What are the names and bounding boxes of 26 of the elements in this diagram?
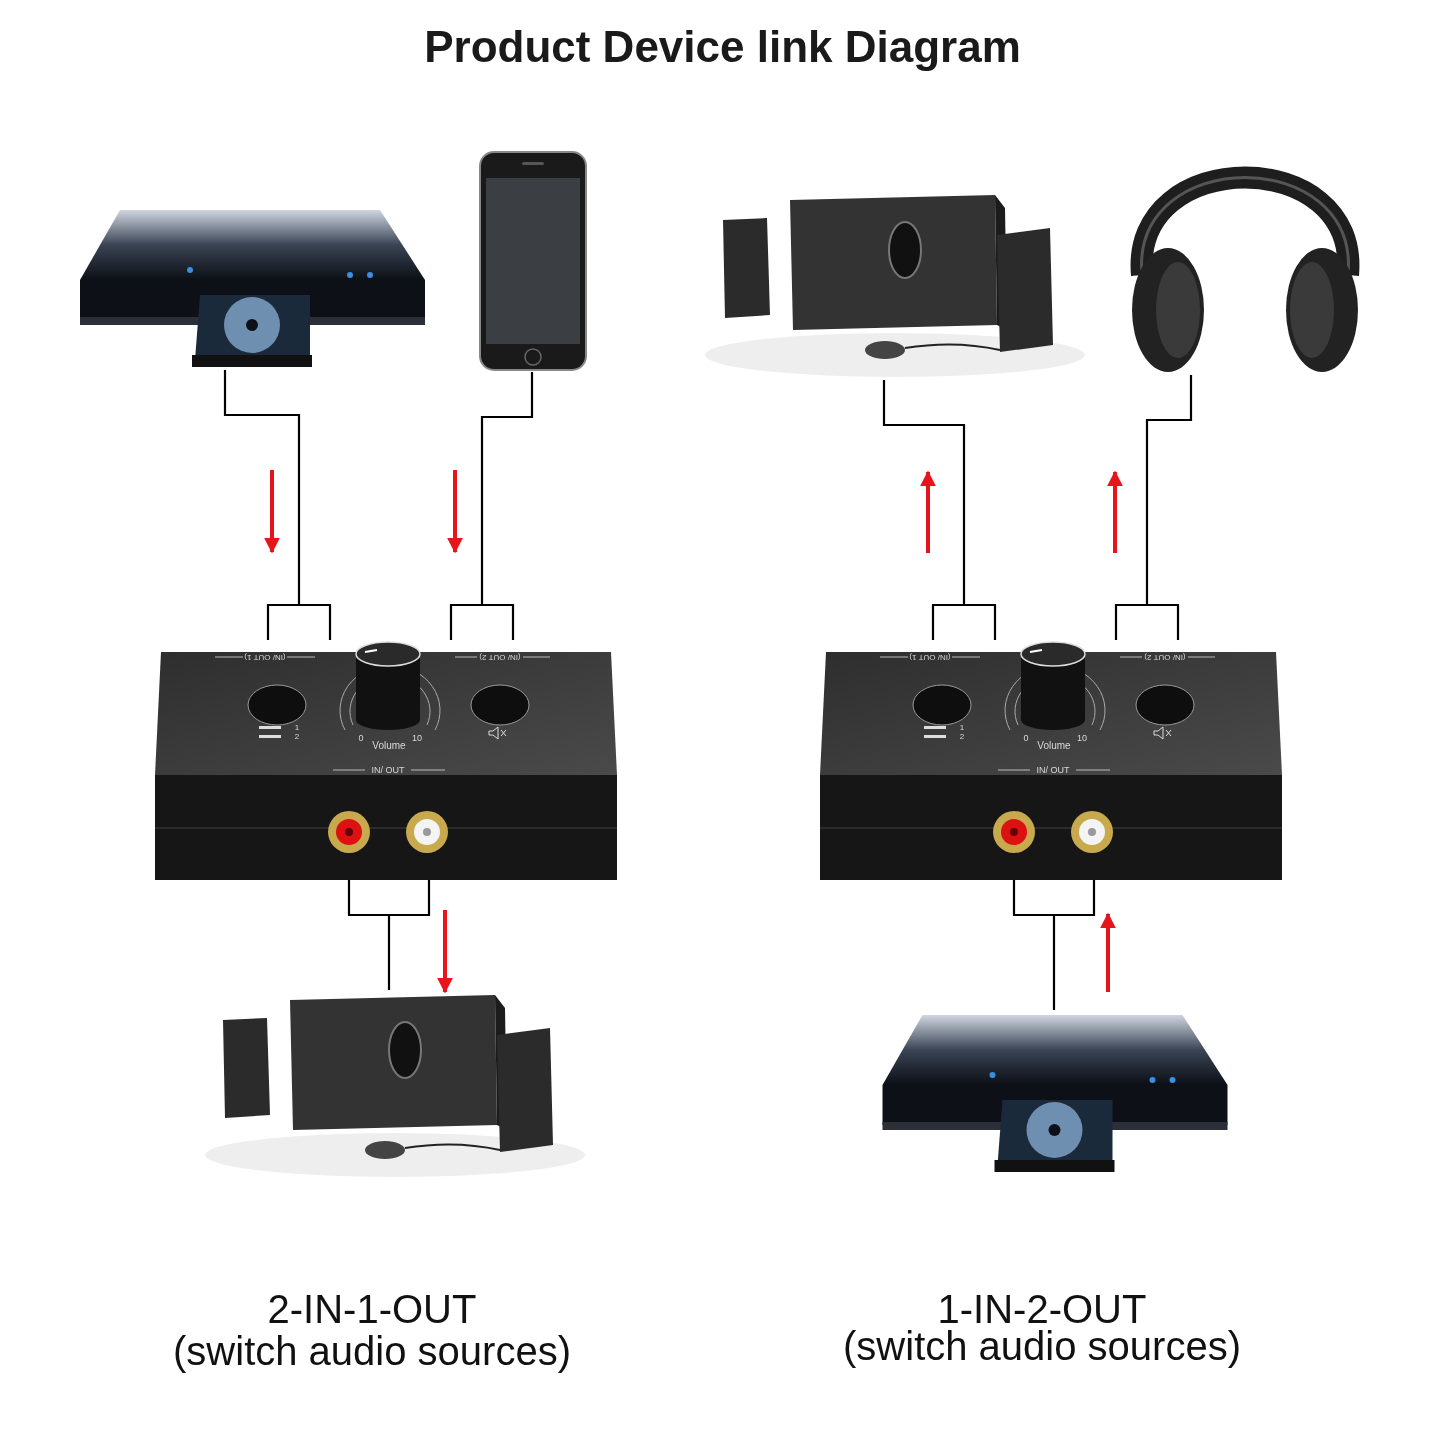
device-label: 1 [959,724,965,732]
device-label: 2 [294,733,300,741]
device-label: (IN/ OUT 2) [479,653,521,661]
device-label: 10 [412,733,422,743]
smartphone-drawing [478,150,588,372]
device-label: (IN/ OUT 2) [1144,653,1186,661]
device-label: 0 [358,733,364,743]
cable-line [347,878,431,992]
device-label: Volume [372,741,406,751]
device-label: 2 [959,733,965,741]
device-label: Volume [1037,741,1071,751]
device-label: 0 [1023,733,1029,743]
mode-caption: (switch audio sources) [172,1330,572,1372]
cable-line [1012,878,1096,1012]
device-label: IN/ OUT [1036,765,1070,775]
device-label: 10 [1077,733,1087,743]
device-label: (IN/ OUT 1) [909,653,951,661]
cable-line [1114,373,1193,642]
cable-line [449,370,534,642]
mode-caption: 2-IN-1-OUT [266,1288,478,1330]
cable-line [882,378,997,642]
device-label: (IN/ OUT 1) [244,653,286,661]
device-label: 1 [294,724,300,732]
device-label: IN/ OUT [371,765,405,775]
diagram-title: Product Device link Diagram [423,22,1022,72]
cable-line [223,368,332,642]
